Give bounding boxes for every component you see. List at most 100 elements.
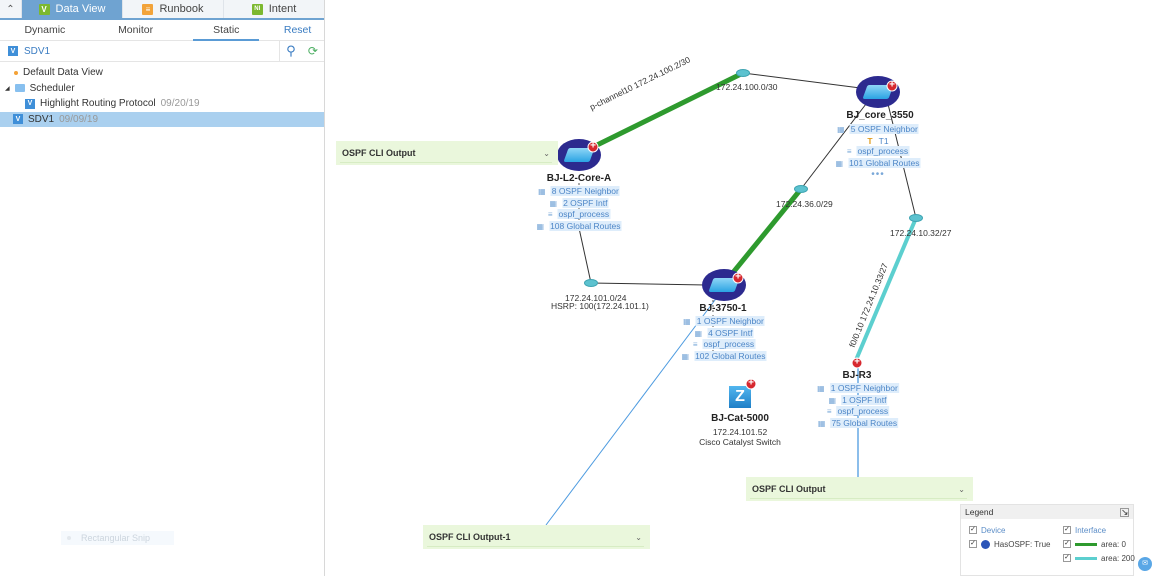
tab-runbook[interactable]: ≡ Runbook — [122, 0, 223, 18]
prop-item[interactable]: ≡ospf_process — [547, 209, 611, 219]
legend-item-area-0[interactable]: ✓area: 0 — [1063, 539, 1126, 549]
view-subtabs: Dynamic Monitor Static Reset — [0, 20, 324, 41]
device-bj-r3-expand-plus-icon[interactable]: + — [851, 357, 863, 369]
legend-title: Legend — [965, 507, 994, 517]
legend-item-hasospf[interactable]: ✓HasOSPF: True — [969, 539, 1051, 549]
link-100-to-core3550 — [742, 72, 877, 91]
cli-output-panel[interactable]: OSPF CLI Output ⌄ — [336, 141, 558, 165]
cli-output-1-panel[interactable]: OSPF CLI Output-1 ⌄ — [423, 525, 650, 549]
chevron-down-icon[interactable]: ⌄ — [958, 484, 965, 494]
tab-label: Data View — [55, 3, 106, 15]
current-view-label: SDV1 — [24, 45, 51, 57]
tree-item-date: 09/09/19 — [59, 113, 99, 125]
checkbox[interactable]: ✓ — [969, 540, 977, 548]
prop-item[interactable]: ▦1 OSPF Neighbor — [683, 316, 765, 326]
link-core3550-to-36 — [800, 103, 867, 190]
expand-triangle-icon[interactable]: ◢ — [5, 85, 10, 92]
prop-item[interactable]: ▦8 OSPF Neighbor — [538, 186, 620, 196]
current-view[interactable]: V SDV1 — [0, 46, 279, 57]
table-icon: ▦ — [835, 158, 844, 168]
area0-swatch — [1075, 542, 1097, 546]
device-name: BJ-R3 — [842, 370, 872, 381]
subnet-label: 172.24.36.0/29 — [776, 199, 833, 209]
chevron-down-icon[interactable]: ⌄ — [635, 532, 642, 542]
prop-item[interactable]: ▦108 Global Routes — [536, 220, 622, 231]
prop-item[interactable]: ≡ospf_process — [846, 146, 910, 156]
prop-item[interactable]: ▦102 Global Routes — [681, 350, 767, 361]
subnet-node-172-24-10-32[interactable] — [909, 214, 923, 222]
map-canvas[interactable]: p-channel10 172.24.100.2/30 f0/0.10 172.… — [326, 0, 1155, 576]
subnet-node-172-24-101-0[interactable] — [584, 279, 598, 287]
legend-item-area-200[interactable]: ✓area: 200 — [1063, 553, 1135, 563]
table-icon: ▦ — [538, 187, 546, 196]
subtab-dynamic[interactable]: Dynamic — [24, 23, 66, 36]
prop-item[interactable]: ▦75 Global Routes — [817, 417, 899, 428]
checkbox[interactable]: ✓ — [1063, 526, 1071, 534]
checkbox[interactable]: ✓ — [1063, 540, 1071, 548]
data-view-tree: Default Data View ◢ Scheduler V Highligh… — [0, 62, 324, 127]
prop-item[interactable]: ▦1 OSPF Intf — [828, 394, 888, 405]
table-icon: ▦ — [536, 221, 545, 231]
prop-item[interactable]: ≡ospf_process — [826, 406, 890, 416]
collapse-icon[interactable]: ⌃ — [6, 3, 15, 15]
device-name: BJ-L2-Core-A — [546, 173, 612, 184]
subtab-static[interactable]: Static — [181, 20, 271, 41]
subnet-node-172-24-36-0[interactable] — [794, 185, 808, 193]
prop-item[interactable]: ▦1 OSPF Neighbor — [817, 383, 899, 393]
device-ip: 172.24.101.52 — [712, 427, 768, 437]
tree-item-default-data-view[interactable]: Default Data View — [0, 65, 324, 81]
tree-item-label: Scheduler — [29, 82, 75, 94]
device-name: BJ_core_3550 — [846, 110, 914, 121]
reset-button[interactable]: Reset — [283, 23, 312, 36]
legend-device-header[interactable]: ✓Device — [969, 525, 1006, 535]
tab-intent[interactable]: NI Intent — [223, 0, 324, 18]
refresh-icon[interactable]: ⟳ — [307, 44, 318, 58]
prop-item[interactable]: ▦101 Global Routes — [835, 157, 921, 168]
more-props-button[interactable]: ••• — [871, 169, 885, 180]
chevron-down-icon[interactable]: ⌄ — [543, 148, 550, 158]
prop-item[interactable]: ≡ospf_process — [692, 339, 756, 349]
prop-item[interactable]: ▦2 OSPF Intf — [549, 197, 609, 208]
panel-tabbar: ⌃ V Data View ≡ Runbook NI Intent — [0, 0, 324, 20]
link-f0-0-10 — [854, 217, 918, 361]
subtab-monitor[interactable]: Monitor — [118, 23, 154, 36]
tree-item-label: Default Data View — [23, 67, 103, 79]
device-props: ▦1 OSPF Neighbor ▦4 OSPF Intf ≡ospf_proc… — [682, 316, 767, 362]
legend-interface-header[interactable]: ✓Interface — [1063, 525, 1107, 535]
expand-plus-icon[interactable]: + — [745, 378, 757, 390]
checkbox[interactable]: ✓ — [1063, 554, 1071, 562]
expand-plus-icon[interactable]: + — [732, 272, 744, 284]
link-3750-to-cli1 — [545, 295, 719, 526]
data-view-icon: V — [38, 3, 50, 15]
expand-plus-icon[interactable]: + — [587, 141, 599, 153]
prop-item[interactable]: ▦4 OSPF Intf — [694, 327, 754, 338]
table-icon: ▦ — [817, 418, 826, 428]
tab-data-view[interactable]: V Data View — [21, 0, 122, 18]
table-icon: ▦ — [828, 395, 837, 405]
device-props: ▦1 OSPF Neighbor ▦1 OSPF Intf ≡ospf_proc… — [817, 383, 899, 429]
cli-output-panel-r3[interactable]: OSPF CLI Output ⌄ — [746, 477, 973, 501]
table-icon: ▦ — [817, 384, 825, 393]
tree-item-sdv1[interactable]: V SDV1 09/09/19 — [0, 111, 324, 127]
tree-item-highlight-routing-protocol[interactable]: V Highlight Routing Protocol 09/20/19 — [0, 96, 324, 112]
tree-item-scheduler[interactable]: ◢ Scheduler — [0, 81, 324, 97]
default-dot-icon — [14, 70, 18, 75]
prop-item[interactable]: ▦5 OSPF Neighbor — [837, 124, 919, 134]
subnet-node-172-24-100-0[interactable] — [736, 69, 750, 77]
mail-icon[interactable]: ✉ — [1138, 557, 1152, 571]
checkbox[interactable]: ✓ — [969, 526, 977, 534]
legend-minimize-icon[interactable]: ↘ — [1120, 506, 1129, 517]
cli-output-title: OSPF CLI Output-1 — [429, 532, 511, 542]
subnet-label: 172.24.100.0/30 — [716, 82, 778, 92]
intent-icon: NI — [251, 3, 263, 15]
expand-plus-icon[interactable]: + — [886, 80, 898, 92]
list-icon: ≡ — [547, 210, 553, 219]
device-name: BJ-Cat-5000 — [711, 413, 769, 424]
view-icon: V — [13, 114, 23, 125]
cli-output-title: OSPF CLI Output — [752, 484, 826, 494]
device-bj-cat-5000[interactable]: Z — [729, 386, 751, 408]
search-icon[interactable]: ⚲ — [286, 43, 296, 58]
